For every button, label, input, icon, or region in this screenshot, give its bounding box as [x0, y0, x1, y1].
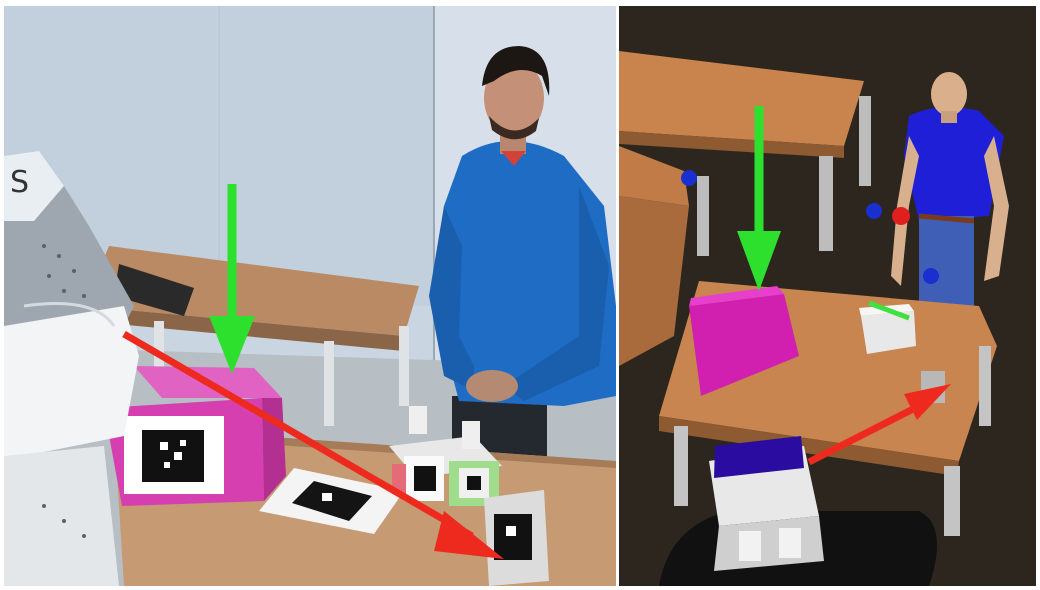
sim-magenta-box — [689, 286, 799, 396]
cube-objects — [389, 406, 502, 506]
sim-robot — [659, 436, 937, 586]
person-hands — [466, 370, 518, 402]
sim-target-arrow — [737, 106, 781, 291]
robot-body — [4, 446, 119, 586]
target-arrow — [209, 184, 255, 374]
gaze-arrow — [122, 330, 504, 559]
sim-back-table — [619, 51, 871, 251]
marker-card — [259, 468, 404, 534]
simulation-view-panel — [619, 6, 1036, 586]
robot-label: S — [10, 165, 29, 200]
camera-view-panel: S — [4, 6, 616, 586]
robot-sensor-housing — [4, 186, 134, 336]
upright-tag — [484, 490, 549, 586]
person — [429, 46, 616, 471]
sim-gaze-arrow — [807, 384, 951, 466]
fiducial-marker — [142, 430, 204, 482]
sim-marker-blue-1 — [681, 170, 697, 186]
sim-person-shirt — [904, 107, 1004, 221]
sim-robot-top — [714, 436, 804, 478]
sim-white-object — [859, 300, 916, 354]
sim-marker-blue-2 — [866, 203, 882, 219]
sim-marker-blue-3 — [923, 268, 939, 284]
sim-person-pants — [919, 216, 974, 311]
sim-side-table — [619, 146, 709, 366]
person-shirt — [434, 141, 616, 406]
sim-marker-red — [892, 207, 910, 225]
person-head — [484, 60, 544, 136]
simulation-scene — [619, 6, 1036, 586]
sim-person-head — [931, 72, 967, 116]
robot-shoulder — [4, 306, 139, 456]
back-table — [84, 246, 419, 336]
person-hair — [482, 46, 550, 96]
laptop — [114, 264, 194, 316]
camera-scene: S — [4, 6, 616, 586]
magenta-box — [104, 366, 286, 506]
robot: S — [4, 151, 139, 586]
